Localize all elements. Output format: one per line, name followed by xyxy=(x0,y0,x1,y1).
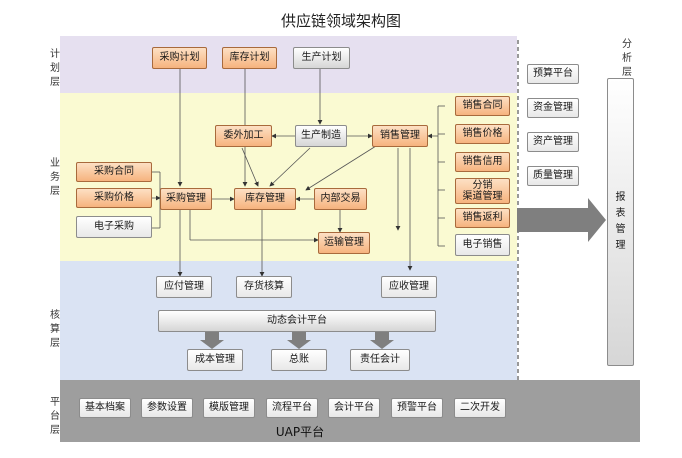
platform-item-process: 流程平台 xyxy=(266,398,318,418)
box-outsourcing: 委外加工 xyxy=(215,125,272,147)
box-transport-mgmt: 运输管理 xyxy=(318,232,370,254)
sales-item-price: 销售价格 xyxy=(455,124,510,144)
analysis-item-budget: 预算平台 xyxy=(527,64,579,84)
box-purchase-mgmt: 采购管理 xyxy=(160,188,212,210)
box-responsibility-accounting: 责任会计 xyxy=(350,349,410,371)
sales-item-contract: 销售合同 xyxy=(455,96,510,116)
box-production: 生产制造 xyxy=(295,125,347,147)
box-purchase-plan: 采购计划 xyxy=(152,47,207,69)
plan-layer-band xyxy=(60,36,517,93)
layer-label-accounting: 核算层 xyxy=(50,310,60,349)
diagram-title: 供应链领域架构图 xyxy=(280,12,401,30)
box-ledger: 总账 xyxy=(271,349,327,371)
box-e-procurement: 电子采购 xyxy=(76,216,152,238)
platform-item-accounting: 会计平台 xyxy=(328,398,380,418)
platform-item-template: 模版管理 xyxy=(203,398,255,418)
platform-item-warning: 预警平台 xyxy=(391,398,443,418)
box-report-mgmt: 报 表 管 理 xyxy=(607,78,634,366)
platform-item-dev: 二次开发 xyxy=(454,398,506,418)
analysis-item-funds: 资金管理 xyxy=(527,98,579,118)
box-inventory-mgmt: 库存管理 xyxy=(234,188,296,210)
box-receivable: 应收管理 xyxy=(381,276,437,298)
analysis-item-quality: 质量管理 xyxy=(527,166,579,186)
sales-item-distribution: 分销 渠道管理 xyxy=(455,178,510,204)
box-inventory-plan: 库存计划 xyxy=(222,47,277,69)
box-cost-mgmt: 成本管理 xyxy=(187,349,243,371)
box-purchase-price: 采购价格 xyxy=(76,188,152,208)
layer-label-platform: 平台层 xyxy=(50,397,60,436)
platform-item-archive: 基本档案 xyxy=(79,398,131,418)
sales-item-e-sales: 电子销售 xyxy=(455,234,510,256)
sales-item-credit: 销售信用 xyxy=(455,152,510,172)
layer-label-business: 业务层 xyxy=(50,158,60,197)
layer-label-plan: 计划层 xyxy=(50,49,60,88)
platform-name: UAP平台 xyxy=(275,425,325,440)
layer-label-analysis: 分析层 xyxy=(622,39,632,78)
box-sales-mgmt: 销售管理 xyxy=(372,125,428,147)
platform-item-params: 参数设置 xyxy=(141,398,193,418)
box-purchase-contract: 采购合同 xyxy=(76,162,152,182)
sales-item-rebate: 销售返利 xyxy=(455,208,510,228)
analysis-item-assets: 资产管理 xyxy=(527,132,579,152)
box-internal-trade: 内部交易 xyxy=(314,188,367,210)
box-dynamic-accounting-platform: 动态会计平台 xyxy=(158,310,436,332)
box-inventory-cost: 存货核算 xyxy=(236,276,292,298)
box-production-plan: 生产计划 xyxy=(293,47,350,69)
box-payable: 应付管理 xyxy=(156,276,212,298)
